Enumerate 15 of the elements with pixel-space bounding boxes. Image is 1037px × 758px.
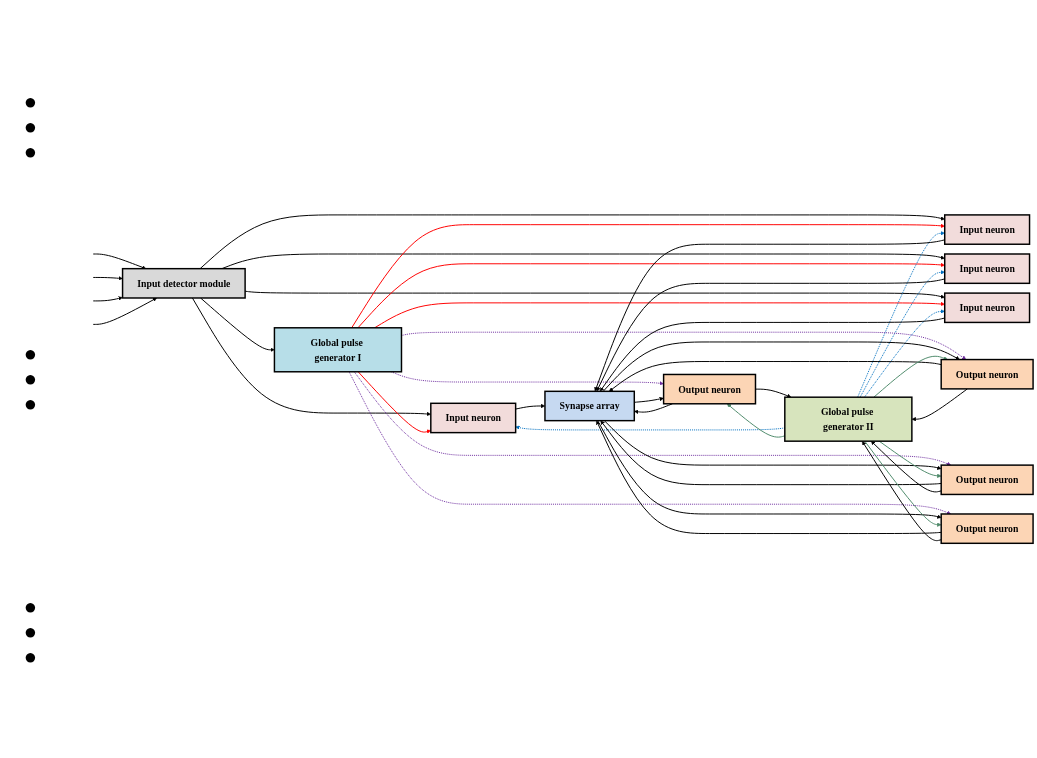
node-box: Input neuron [430,402,517,434]
node-box: Output neuron [940,464,1034,496]
ellipsis-dots: ●●● [17,341,43,417]
node-box: Output neuron [662,373,757,405]
node-box: Global pulse generator I [273,326,403,373]
node-box: Global pulse generator II [784,396,913,442]
node-box: Input neuron [944,292,1031,324]
node-box: Input neuron [944,253,1031,284]
ellipsis-dots: ●●● [17,88,43,164]
ellipsis-dots: ●●● [17,594,43,670]
node-box: Input detector module [121,267,246,299]
node-box: Output neuron [940,358,1034,390]
node-box: Synapse array [544,390,636,422]
node-box: Input neuron [944,214,1031,245]
node-box: Output neuron [940,513,1034,544]
